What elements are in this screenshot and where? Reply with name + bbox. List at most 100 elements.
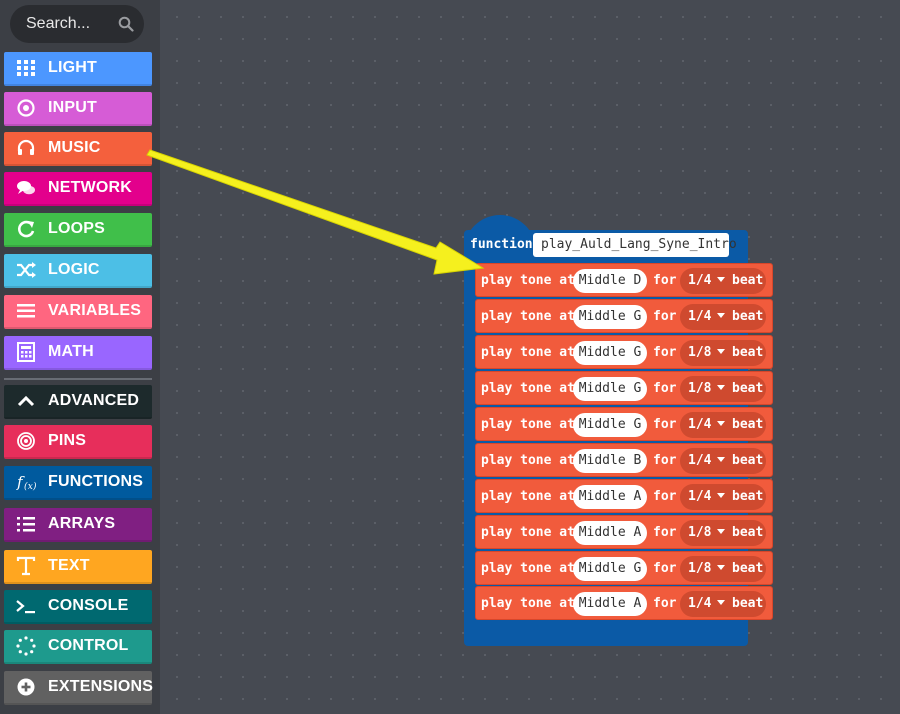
note-dropdown[interactable]: Middle A xyxy=(573,485,647,509)
beat-label: beat xyxy=(732,561,764,576)
category-label: CONTROL xyxy=(48,637,129,654)
chevron-down-icon xyxy=(717,385,725,390)
beat-value: 1/4 xyxy=(688,596,712,611)
refresh-icon xyxy=(16,219,36,239)
beat-label: beat xyxy=(732,309,764,324)
category-light[interactable]: LIGHT xyxy=(4,52,152,86)
note-dropdown[interactable]: Middle G xyxy=(573,413,647,437)
category-label: TEXT xyxy=(48,557,90,574)
category-control[interactable]: CONTROL xyxy=(4,630,152,664)
chevron-down-icon xyxy=(717,421,725,426)
for-label: for xyxy=(653,561,677,576)
numbered-list-icon xyxy=(16,514,36,534)
category-label: NETWORK xyxy=(48,179,133,196)
category-console[interactable]: CONSOLE xyxy=(4,590,152,624)
beat-value: 1/4 xyxy=(688,273,712,288)
category-label: LOOPS xyxy=(48,220,106,237)
beat-value: 1/4 xyxy=(688,417,712,432)
function-keyword: function xyxy=(470,237,533,252)
note-dropdown[interactable]: Middle D xyxy=(573,269,647,293)
beat-dropdown[interactable]: 1/4 beat xyxy=(680,448,766,474)
note-dropdown[interactable]: Middle G xyxy=(573,305,647,329)
play-tone-label: play tone at xyxy=(481,525,575,540)
category-math[interactable]: MATH xyxy=(4,336,152,370)
chevron-down-icon xyxy=(717,277,725,282)
beat-value: 1/4 xyxy=(688,453,712,468)
chevron-down-icon xyxy=(717,349,725,354)
beat-dropdown[interactable]: 1/4 beat xyxy=(680,304,766,330)
category-input[interactable]: INPUT xyxy=(4,92,152,126)
beat-label: beat xyxy=(732,453,764,468)
category-pins[interactable]: PINS xyxy=(4,425,152,459)
plus-circle-icon xyxy=(16,677,36,697)
for-label: for xyxy=(653,309,677,324)
note-dropdown[interactable]: Middle G xyxy=(573,341,647,365)
category-label: FUNCTIONS xyxy=(48,473,144,490)
note-dropdown[interactable]: Middle G xyxy=(573,377,647,401)
category-loops[interactable]: LOOPS xyxy=(4,213,152,247)
svg-text:f: f xyxy=(16,473,25,491)
beat-value: 1/4 xyxy=(688,309,712,324)
category-label: ADVANCED xyxy=(48,392,140,409)
play-tone-label: play tone at xyxy=(481,273,575,288)
for-label: for xyxy=(653,345,677,360)
chevron-down-icon xyxy=(717,565,725,570)
svg-text:(x): (x) xyxy=(24,481,36,492)
search-icon xyxy=(118,16,134,32)
category-music[interactable]: MUSIC xyxy=(4,132,152,166)
category-logic[interactable]: LOGIC xyxy=(4,254,152,288)
note-dropdown[interactable]: Middle G xyxy=(573,557,647,581)
category-extensions[interactable]: EXTENSIONS xyxy=(4,671,153,705)
shuffle-icon xyxy=(16,260,36,280)
play-tone-label: play tone at xyxy=(481,309,575,324)
chevron-down-icon xyxy=(717,529,725,534)
note-dropdown[interactable]: Middle A xyxy=(573,592,647,616)
beat-value: 1/8 xyxy=(688,525,712,540)
category-label: LIGHT xyxy=(48,59,97,76)
chevron-down-icon xyxy=(717,457,725,462)
beat-label: beat xyxy=(732,273,764,288)
category-label: MATH xyxy=(48,343,94,360)
function-name-field[interactable]: play_Auld_Lang_Syne_Intro xyxy=(533,233,737,257)
play-tone-label: play tone at xyxy=(481,561,575,576)
text-icon xyxy=(16,556,36,576)
toolbox-divider xyxy=(4,378,152,380)
category-advanced[interactable]: ADVANCED xyxy=(4,385,152,419)
beat-dropdown[interactable]: 1/4 beat xyxy=(680,268,766,294)
category-variables[interactable]: VARIABLES xyxy=(4,295,152,329)
category-functions[interactable]: f(x) FUNCTIONS xyxy=(4,466,152,500)
play-tone-label: play tone at xyxy=(481,381,575,396)
category-label: VARIABLES xyxy=(48,302,142,319)
search-placeholder: Search... xyxy=(26,15,91,32)
note-dropdown[interactable]: Middle B xyxy=(573,449,647,473)
spinner-icon xyxy=(16,636,36,656)
category-label: PINS xyxy=(48,432,87,449)
search-input[interactable]: Search... xyxy=(10,5,144,43)
beat-value: 1/4 xyxy=(688,489,712,504)
chevron-down-icon xyxy=(717,600,725,605)
note-dropdown[interactable]: Middle A xyxy=(573,521,647,545)
chevron-down-icon xyxy=(717,313,725,318)
category-arrays[interactable]: ARRAYS xyxy=(4,508,152,542)
category-label: MUSIC xyxy=(48,139,101,156)
category-network[interactable]: NETWORK xyxy=(4,172,152,206)
category-text[interactable]: TEXT xyxy=(4,550,152,584)
play-tone-label: play tone at xyxy=(481,596,575,611)
